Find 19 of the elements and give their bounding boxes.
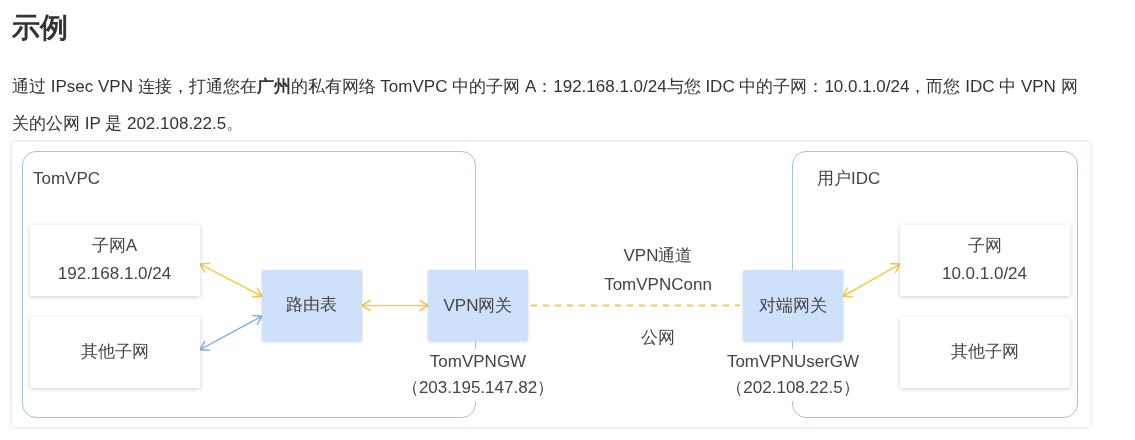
subnet-box: 其他子网 (899, 316, 1070, 388)
frame-title: TomVPC (33, 168, 101, 190)
name-label: TomVPNUserGW (726, 349, 860, 375)
double-arrow (842, 262, 901, 298)
double-arrow (361, 299, 429, 312)
paragraph: 通过 IPsec VPN 连接，打通您在广州的私有网络 TomVPC 中的子网 A：192.168.1.0/24与您 IDC 中的子网：10.0.1.0/24，而您 IDC 中 VPN 网关的公网 IP 是 202.108.22.5。 (12, 76, 1079, 135)
gateway-box: VPN网关 (428, 270, 528, 341)
gateway-box: 对端网关 (743, 270, 843, 341)
subnet-box: 子网 10.0.1.0/24 (899, 224, 1070, 296)
frame-title: 用户IDC (817, 168, 881, 190)
double-arrow (199, 262, 263, 298)
router-box: 路由表 (261, 269, 362, 341)
network-label: 公网 (641, 327, 675, 349)
heading: 示例 (12, 11, 68, 45)
subnet-box: 子网A 192.168.1.0/24 (29, 224, 200, 296)
dashed-line (530, 304, 741, 307)
double-arrow (199, 314, 263, 352)
name-label: TomVPNGW (429, 349, 527, 375)
subnet-box: 其他子网 (29, 316, 200, 388)
